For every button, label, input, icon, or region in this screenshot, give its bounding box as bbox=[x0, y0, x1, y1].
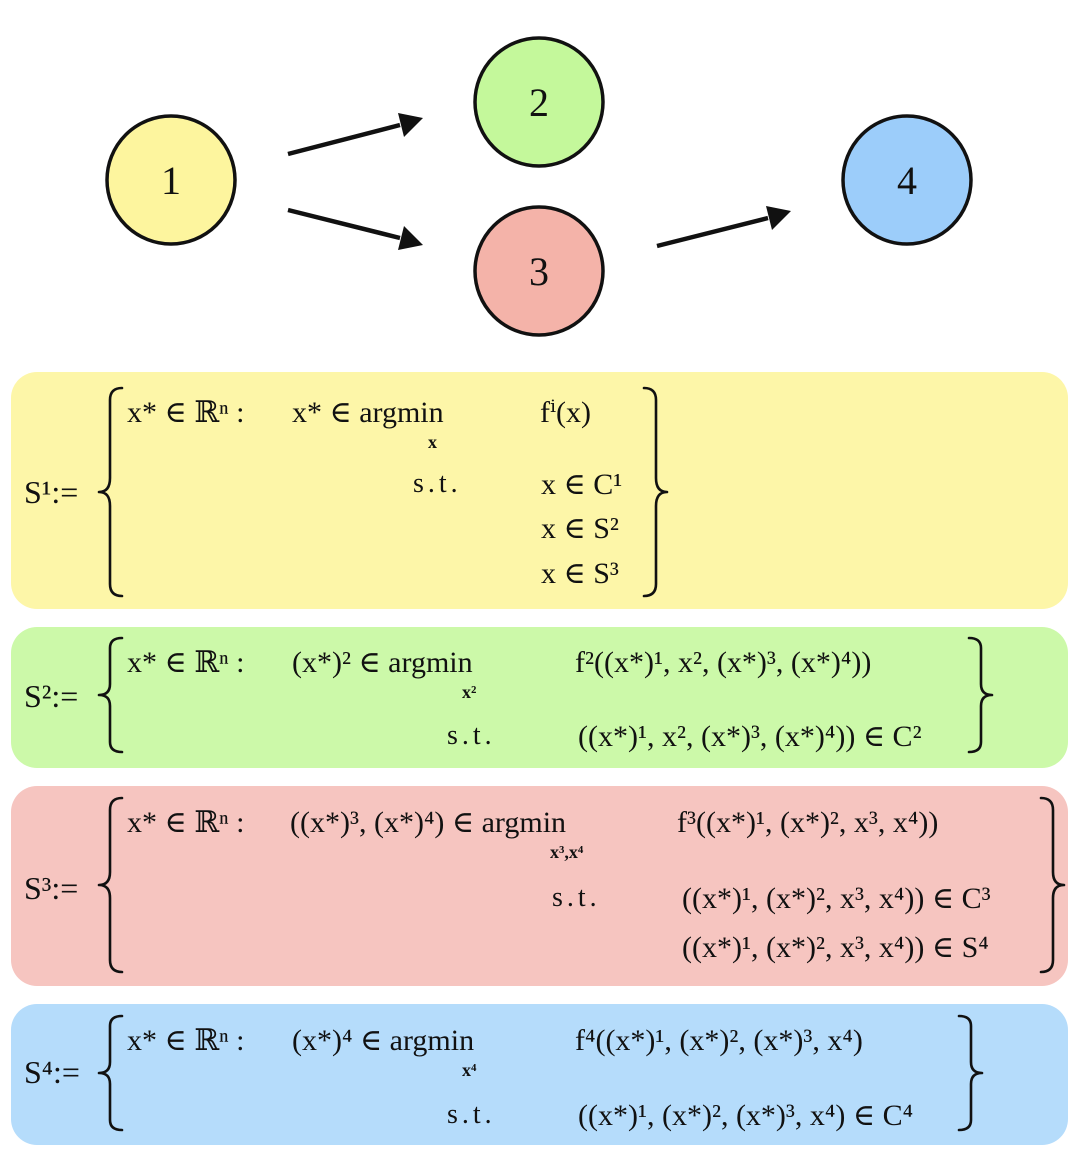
right-brace bbox=[1039, 796, 1066, 974]
left-brace bbox=[97, 636, 124, 754]
set-s2-objective: f²((x*)¹, x², (x*)³, (x*)⁴)) bbox=[575, 646, 872, 679]
set-s3-st: s.t. bbox=[552, 882, 601, 913]
node-4: 4 bbox=[841, 114, 973, 246]
node-3-label: 3 bbox=[529, 249, 549, 294]
right-brace bbox=[967, 636, 994, 754]
node-3: 3 bbox=[473, 205, 605, 337]
node-2: 2 bbox=[473, 36, 605, 168]
left-brace bbox=[97, 796, 124, 974]
set-s1-constraint: x ∈ S² bbox=[541, 512, 619, 545]
set-s1-lhs: S¹:= bbox=[24, 474, 79, 510]
set-s1-objective: fⁱ(x) bbox=[540, 396, 592, 429]
edge-3-4 bbox=[656, 206, 791, 249]
set-s4-constraint: ((x*)¹, (x*)², (x*)³, x⁴) ∈ C⁴ bbox=[578, 1099, 914, 1132]
set-s4-argmin: (x*)⁴ ∈ argmin bbox=[292, 1024, 475, 1057]
set-s3-argmin: ((x*)³, (x*)⁴) ∈ argmin bbox=[290, 806, 567, 839]
set-s4-objective: f⁴((x*)¹, (x*)², (x*)³, x⁴) bbox=[575, 1024, 863, 1057]
node-4-label: 4 bbox=[897, 158, 917, 203]
node-2-label: 2 bbox=[529, 80, 549, 125]
set-s3-constraint: ((x*)¹, (x*)², x³, x⁴)) ∈ C³ bbox=[682, 882, 991, 915]
set-s1-st: s.t. bbox=[413, 468, 462, 499]
set-s2-argmin: (x*)² ∈ argmin bbox=[292, 646, 473, 679]
set-s3-argmin-var: x³,x⁴ bbox=[550, 842, 584, 862]
set-s1-panel bbox=[11, 372, 1068, 609]
set-s3-lhs: S³:= bbox=[24, 870, 79, 906]
set-s3-domain: x* ∈ ℝⁿ : bbox=[127, 806, 245, 839]
right-brace bbox=[642, 386, 669, 598]
set-s2-domain: x* ∈ ℝⁿ : bbox=[127, 646, 245, 679]
set-s1-domain: x* ∈ ℝⁿ : bbox=[127, 396, 245, 429]
edge-1-3 bbox=[287, 207, 423, 250]
set-s2-constraint: ((x*)¹, x², (x*)³, (x*)⁴)) ∈ C² bbox=[578, 720, 922, 753]
set-s1-argmin-var: x bbox=[428, 432, 437, 452]
set-s3-panel bbox=[11, 786, 1068, 986]
set-s2-panel bbox=[11, 627, 1068, 768]
dependency-graph: 1 2 3 4 bbox=[105, 36, 973, 337]
set-s2-lhs: S²:= bbox=[24, 678, 79, 714]
set-s4-st: s.t. bbox=[447, 1099, 496, 1130]
left-brace bbox=[97, 386, 124, 598]
set-s2-argmin-var: x² bbox=[462, 682, 477, 702]
node-1: 1 bbox=[105, 114, 237, 246]
set-s4-lhs: S⁴:= bbox=[24, 1054, 80, 1090]
set-s3-objective: f³((x*)¹, (x*)², x³, x⁴)) bbox=[677, 806, 939, 839]
set-s4-domain: x* ∈ ℝⁿ : bbox=[127, 1024, 245, 1057]
set-s1-constraint: x ∈ C¹ bbox=[541, 468, 623, 501]
edge-1-2 bbox=[287, 113, 423, 157]
set-s2-st: s.t. bbox=[447, 720, 496, 751]
set-s1-constraint: x ∈ S³ bbox=[541, 557, 619, 590]
set-s1-argmin: x* ∈ argmin bbox=[292, 396, 444, 429]
set-s4-argmin-var: x⁴ bbox=[462, 1060, 477, 1080]
set-s4-panel bbox=[11, 1004, 1068, 1145]
set-s3-constraint: ((x*)¹, (x*)², x³, x⁴)) ∈ S⁴ bbox=[682, 931, 989, 964]
node-1-label: 1 bbox=[161, 158, 181, 203]
right-brace bbox=[957, 1014, 984, 1132]
left-brace bbox=[97, 1014, 124, 1132]
